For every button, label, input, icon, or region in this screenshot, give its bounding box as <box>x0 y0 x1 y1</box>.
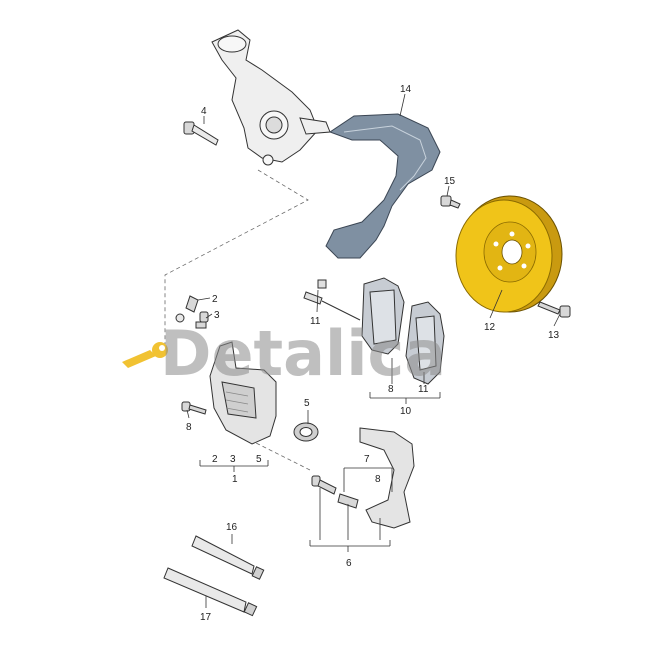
callout-11-sensor: 11 <box>310 316 321 327</box>
brake-pad-outer <box>405 301 445 385</box>
bolt-4 <box>183 121 219 146</box>
callout-8-carrier: 8 <box>375 474 381 485</box>
callout-17: 17 <box>200 612 212 623</box>
brake-pad-inner <box>361 277 405 355</box>
assembly-guide-line <box>164 169 309 355</box>
bolt-13 <box>537 301 571 318</box>
caliper-carrier <box>359 427 415 529</box>
guide-pin-left <box>311 475 337 495</box>
callout-5-group: 5 <box>256 454 262 465</box>
callout-13: 13 <box>548 330 560 341</box>
callout-8-bolt: 8 <box>186 422 192 433</box>
callout-4: 4 <box>201 106 207 117</box>
callout-6: 6 <box>346 558 352 569</box>
brake-caliper <box>209 341 277 445</box>
callout-1: 1 <box>232 474 238 485</box>
leader-lines <box>186 93 561 608</box>
wear-sensor <box>303 279 361 321</box>
splash-shield <box>325 113 441 259</box>
watermark: Detalica <box>122 317 446 390</box>
grease-tube-17 <box>163 567 258 617</box>
callout-14: 14 <box>400 84 412 95</box>
callout-2: 2 <box>212 294 218 305</box>
callout-15: 15 <box>444 176 456 187</box>
bleed-valve-3 <box>195 311 209 329</box>
callout-10: 10 <box>400 406 412 417</box>
callout-11-pad: 11 <box>418 384 429 395</box>
callout-3: 3 <box>214 310 220 321</box>
wrench-key-icon <box>122 342 168 368</box>
callout-8-pad: 8 <box>388 384 394 395</box>
callout-7: 7 <box>364 454 370 465</box>
grease-tube-16 <box>191 535 265 580</box>
callout-3-group: 3 <box>230 454 236 465</box>
brake-disc <box>455 195 563 313</box>
callout-5: 5 <box>304 398 310 409</box>
steering-knuckle <box>211 29 331 166</box>
watermark-text: Detalica <box>160 317 446 390</box>
bolt-15 <box>440 195 461 209</box>
bolt-8 <box>181 401 207 415</box>
callout-12: 12 <box>484 322 496 333</box>
callout-labels: 4 14 15 12 13 11 2 3 8 5 8 11 10 2 3 5 1… <box>186 84 560 623</box>
piston-seal <box>293 422 319 442</box>
guide-pin-right <box>337 493 359 509</box>
callout-16: 16 <box>226 522 238 533</box>
callout-2-group: 2 <box>212 454 218 465</box>
sensor-bolt-2 <box>175 295 199 323</box>
